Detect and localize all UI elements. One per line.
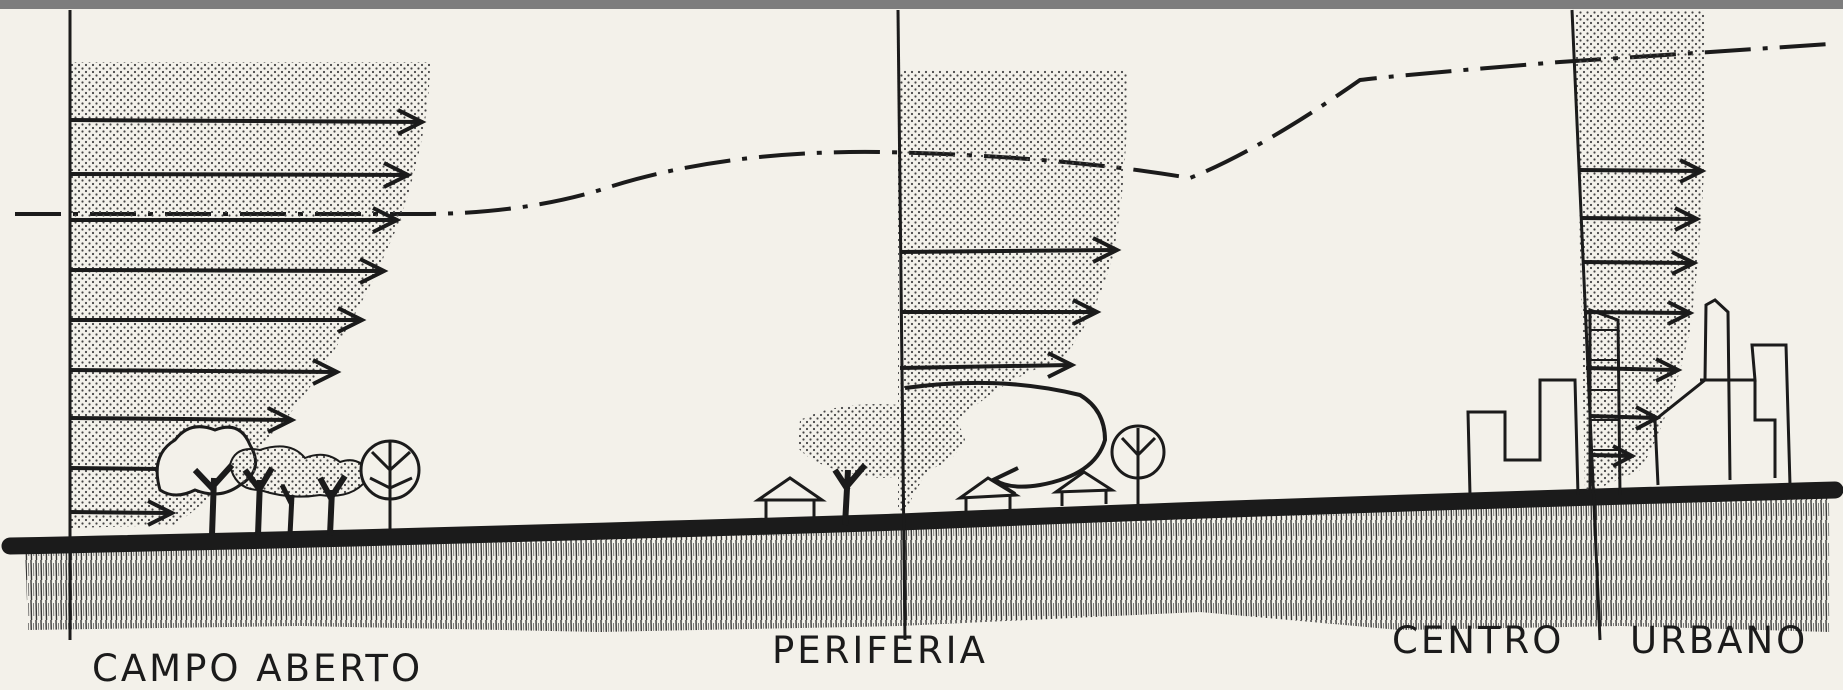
label-campo-aberto: CAMPO ABERTO bbox=[92, 650, 423, 687]
label-urbano: URBANO bbox=[1630, 622, 1808, 659]
label-periferia: PERIFERIA bbox=[772, 632, 988, 669]
campo-aberto-trees bbox=[157, 427, 419, 535]
label-centro: CENTRO bbox=[1392, 622, 1564, 659]
